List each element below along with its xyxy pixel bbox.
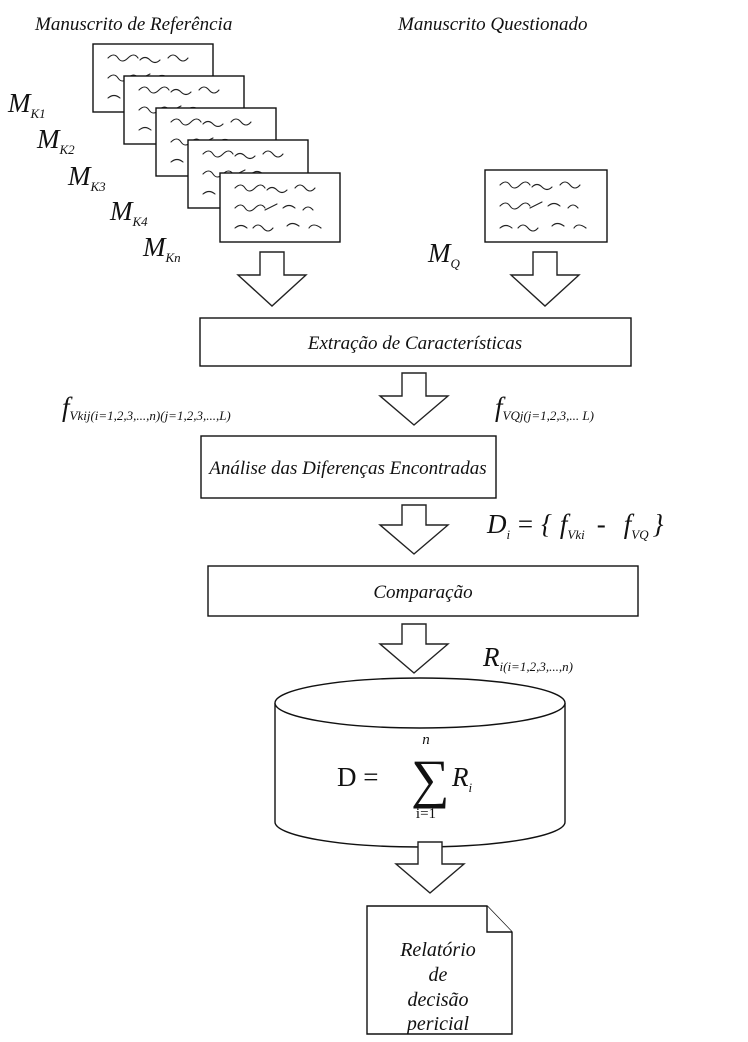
svg-text:Ri(i=1,2,3,...,n): Ri(i=1,2,3,...,n) [482, 642, 573, 674]
report-document: Relatório de decisão pericial [366, 905, 513, 1035]
questioned-label: MQ [427, 238, 461, 271]
arrow-down-icon [378, 504, 450, 555]
svg-text:MK3: MK3 [67, 161, 106, 194]
result-label: Ri(i=1,2,3,...,n) [482, 642, 573, 674]
reference-features-label: fVkij(i=1,2,3,...,n)(j=1,2,3,...,L) [62, 392, 231, 423]
svg-text:D =: D = [337, 762, 378, 792]
reference-label-k1: MK1 [7, 88, 46, 121]
sum-formula: D = ∑ n i=1 Ri [337, 732, 473, 822]
svg-text:MK4: MK4 [109, 196, 148, 229]
questioned-features-label: fVQj(j=1,2,3,... L) [495, 392, 594, 423]
arrow-down-icon [378, 623, 450, 674]
svg-text:Análise das Diferenças Encontr: Análise das Diferenças Encontradas [207, 458, 486, 479]
difference-formula: Di= {fVki-fVQ} [486, 509, 664, 542]
svg-text:MQ: MQ [427, 238, 461, 271]
reference-manuscript-stack [92, 43, 341, 243]
reference-label-kn: MKn [142, 232, 181, 265]
arrow-down-icon [378, 372, 450, 426]
svg-text:MK1: MK1 [7, 88, 46, 121]
svg-text:Extração de Características: Extração de Características [307, 333, 522, 354]
svg-text:Relatório: Relatório [399, 939, 476, 961]
reference-label-k3: MK3 [67, 161, 106, 194]
svg-text:MKn: MKn [142, 232, 181, 265]
reference-header: Manuscrito de Referência [34, 14, 232, 35]
result-database [274, 677, 566, 848]
questioned-manuscript [484, 169, 608, 243]
questioned-header: Manuscrito Questionado [397, 14, 587, 35]
arrow-down-icon [236, 251, 308, 307]
reference-label-k2: MK2 [36, 124, 75, 157]
arrow-down-icon [509, 251, 581, 307]
comparison-step: Comparação [207, 565, 639, 617]
svg-text:Ri: Ri [451, 762, 473, 795]
svg-text:pericial: pericial [405, 1013, 470, 1035]
svg-text:∑: ∑ [411, 749, 450, 809]
extraction-step: Extração de Características [199, 317, 632, 367]
svg-text:decisão: decisão [407, 989, 468, 1011]
svg-text:Comparação: Comparação [373, 582, 472, 603]
reference-label-k4: MK4 [109, 196, 148, 229]
svg-text:fVkij(i=1,2,3,...,n)(j=1,2,3,.: fVkij(i=1,2,3,...,n)(j=1,2,3,...,L) [62, 392, 231, 423]
svg-text:MK2: MK2 [36, 124, 75, 157]
reference-manuscript-n [219, 172, 341, 243]
analysis-step: Análise das Diferenças Encontradas [200, 435, 497, 499]
svg-text:i=1: i=1 [416, 806, 436, 822]
svg-text:fVQj(j=1,2,3,... L): fVQj(j=1,2,3,... L) [495, 392, 594, 423]
svg-text:Di= {fVki-fVQ}: Di= {fVki-fVQ} [486, 509, 664, 542]
svg-text:n: n [422, 732, 430, 748]
arrow-down-icon [394, 841, 466, 894]
svg-text:de: de [429, 964, 448, 986]
